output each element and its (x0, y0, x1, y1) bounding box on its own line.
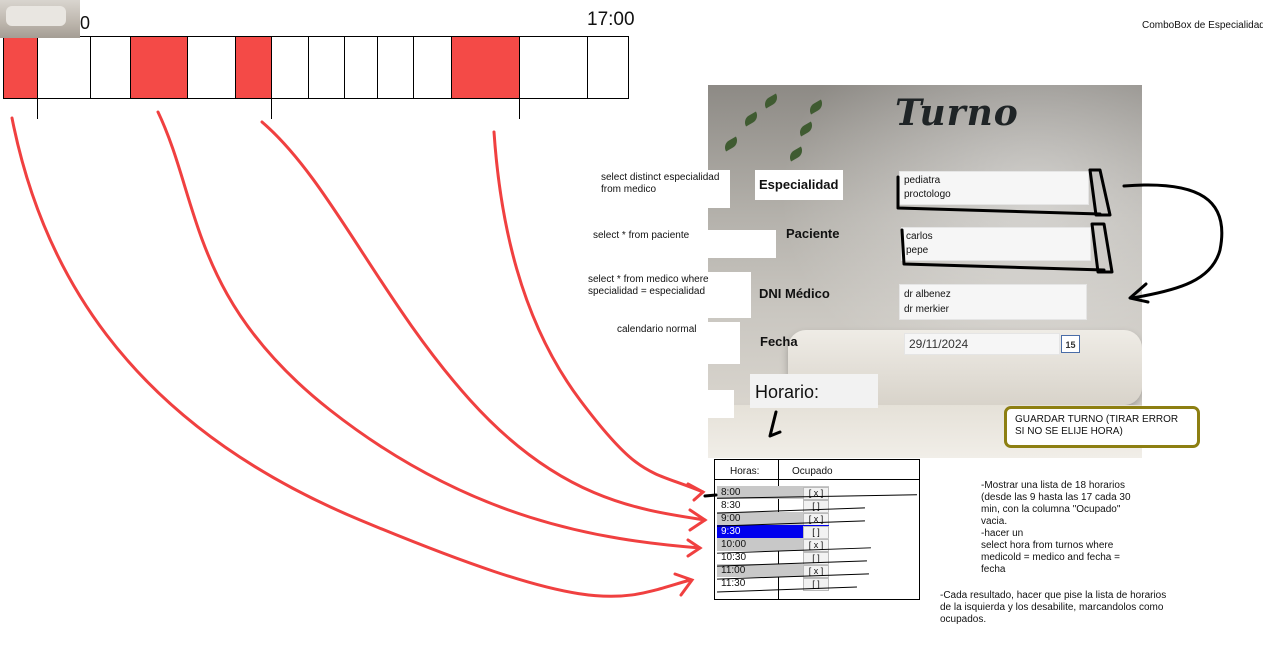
hora-cell: 11:00 (721, 565, 746, 576)
black-arrow-head (1128, 282, 1150, 304)
combo-bracket (1090, 222, 1114, 274)
hora-cell: 10:30 (721, 552, 747, 563)
tick (377, 37, 378, 98)
black-mark (768, 410, 782, 438)
medico-query-note: select * from medico where specialidad =… (585, 272, 751, 318)
hora-cell: 10:00 (721, 539, 747, 550)
list-item[interactable]: dr albenez (904, 289, 951, 300)
tick (308, 37, 309, 98)
busy-segment (451, 37, 519, 98)
hora-cell: 11:30 (721, 578, 746, 589)
tick (235, 37, 236, 98)
fecha-note: calendario normal (614, 322, 740, 364)
fecha-label: Fecha (760, 334, 798, 349)
guardar-turno-button[interactable]: GUARDAR TURNO (TIRAR ERROR SI NO SE ELIJ… (1004, 406, 1200, 448)
overwrite-instructions-note: -Cada resultado, hacer que pise la lista… (940, 590, 1180, 626)
combo-bracket (1088, 168, 1112, 217)
red-arrow (156, 110, 702, 550)
especialidad-query-note: select distinct especialidad from medico (598, 170, 730, 208)
tick (130, 37, 131, 98)
medico-list[interactable]: dr albenez dr merkier (899, 284, 1087, 320)
column-header-ocupado: Ocupado (792, 466, 833, 477)
table-row-selected[interactable]: 9:30[ ] (717, 525, 829, 539)
red-arrow-head (686, 482, 706, 502)
fecha-input[interactable]: 29/11/2024 (904, 333, 1060, 355)
horario-label: Horario: (755, 382, 820, 402)
tick (37, 37, 38, 119)
hora-cell: 9:00 (721, 513, 741, 524)
header-rule (715, 479, 919, 480)
top-right-note: ComboBox de Especialidad (1142, 20, 1263, 31)
query-instructions-note: -Mostrar una lista de 18 horarios (desde… (981, 480, 1141, 576)
calendar-icon[interactable]: 15 (1061, 335, 1080, 353)
page-title: Turno (895, 92, 1019, 134)
timeline-start-label: 0 (80, 13, 91, 33)
dni-medico-label: DNI Médico (759, 286, 830, 301)
busy-segment (130, 37, 187, 98)
combo-option[interactable]: carlos (906, 231, 933, 242)
red-arrow-head (673, 572, 695, 597)
red-arrow-head (686, 538, 703, 558)
sofa-thumbnail (0, 0, 80, 38)
combo-underline (896, 175, 1102, 216)
table-row[interactable]: 10:00[ x ] (717, 538, 829, 552)
black-mark (703, 493, 718, 498)
hora-cell: 9:30 (721, 526, 741, 537)
tick (344, 37, 345, 98)
combo-option[interactable]: pepe (906, 245, 929, 256)
calendar-day-number: 15 (1065, 340, 1076, 350)
tick (90, 37, 91, 98)
tick (451, 37, 452, 98)
column-header-horas: Horas: (730, 466, 760, 477)
combo-underline (900, 228, 1106, 272)
hora-cell: 8:30 (721, 500, 741, 511)
hora-cell: 8:00 (721, 487, 741, 498)
timeline-end-label: 17:00 (587, 9, 635, 30)
tick (187, 37, 188, 98)
red-arrow (10, 116, 692, 598)
tick (587, 37, 588, 98)
red-arrow (260, 120, 707, 522)
especialidad-label: Especialidad (755, 170, 843, 200)
combo-option[interactable]: proctologo (904, 189, 951, 200)
time-bar (3, 36, 629, 119)
tick (519, 37, 520, 119)
tick (413, 37, 414, 98)
busy-segment (235, 37, 271, 98)
list-item[interactable]: dr merkier (904, 304, 950, 315)
paciente-label: Paciente (786, 226, 840, 241)
combo-option[interactable]: pediatra (904, 175, 941, 186)
especialidad-combobox[interactable]: pediatra proctologo (899, 171, 1089, 205)
red-arrow-head (688, 508, 708, 532)
tick (271, 37, 272, 119)
busy-segment (4, 37, 37, 98)
red-arrow (492, 130, 705, 494)
paciente-query-note: select * from paciente (590, 230, 776, 258)
black-arrow (1122, 183, 1224, 300)
horarios-table: Horas: Ocupado 8:00[ x ] 8:30[ ] 9:00[ x… (714, 459, 920, 600)
